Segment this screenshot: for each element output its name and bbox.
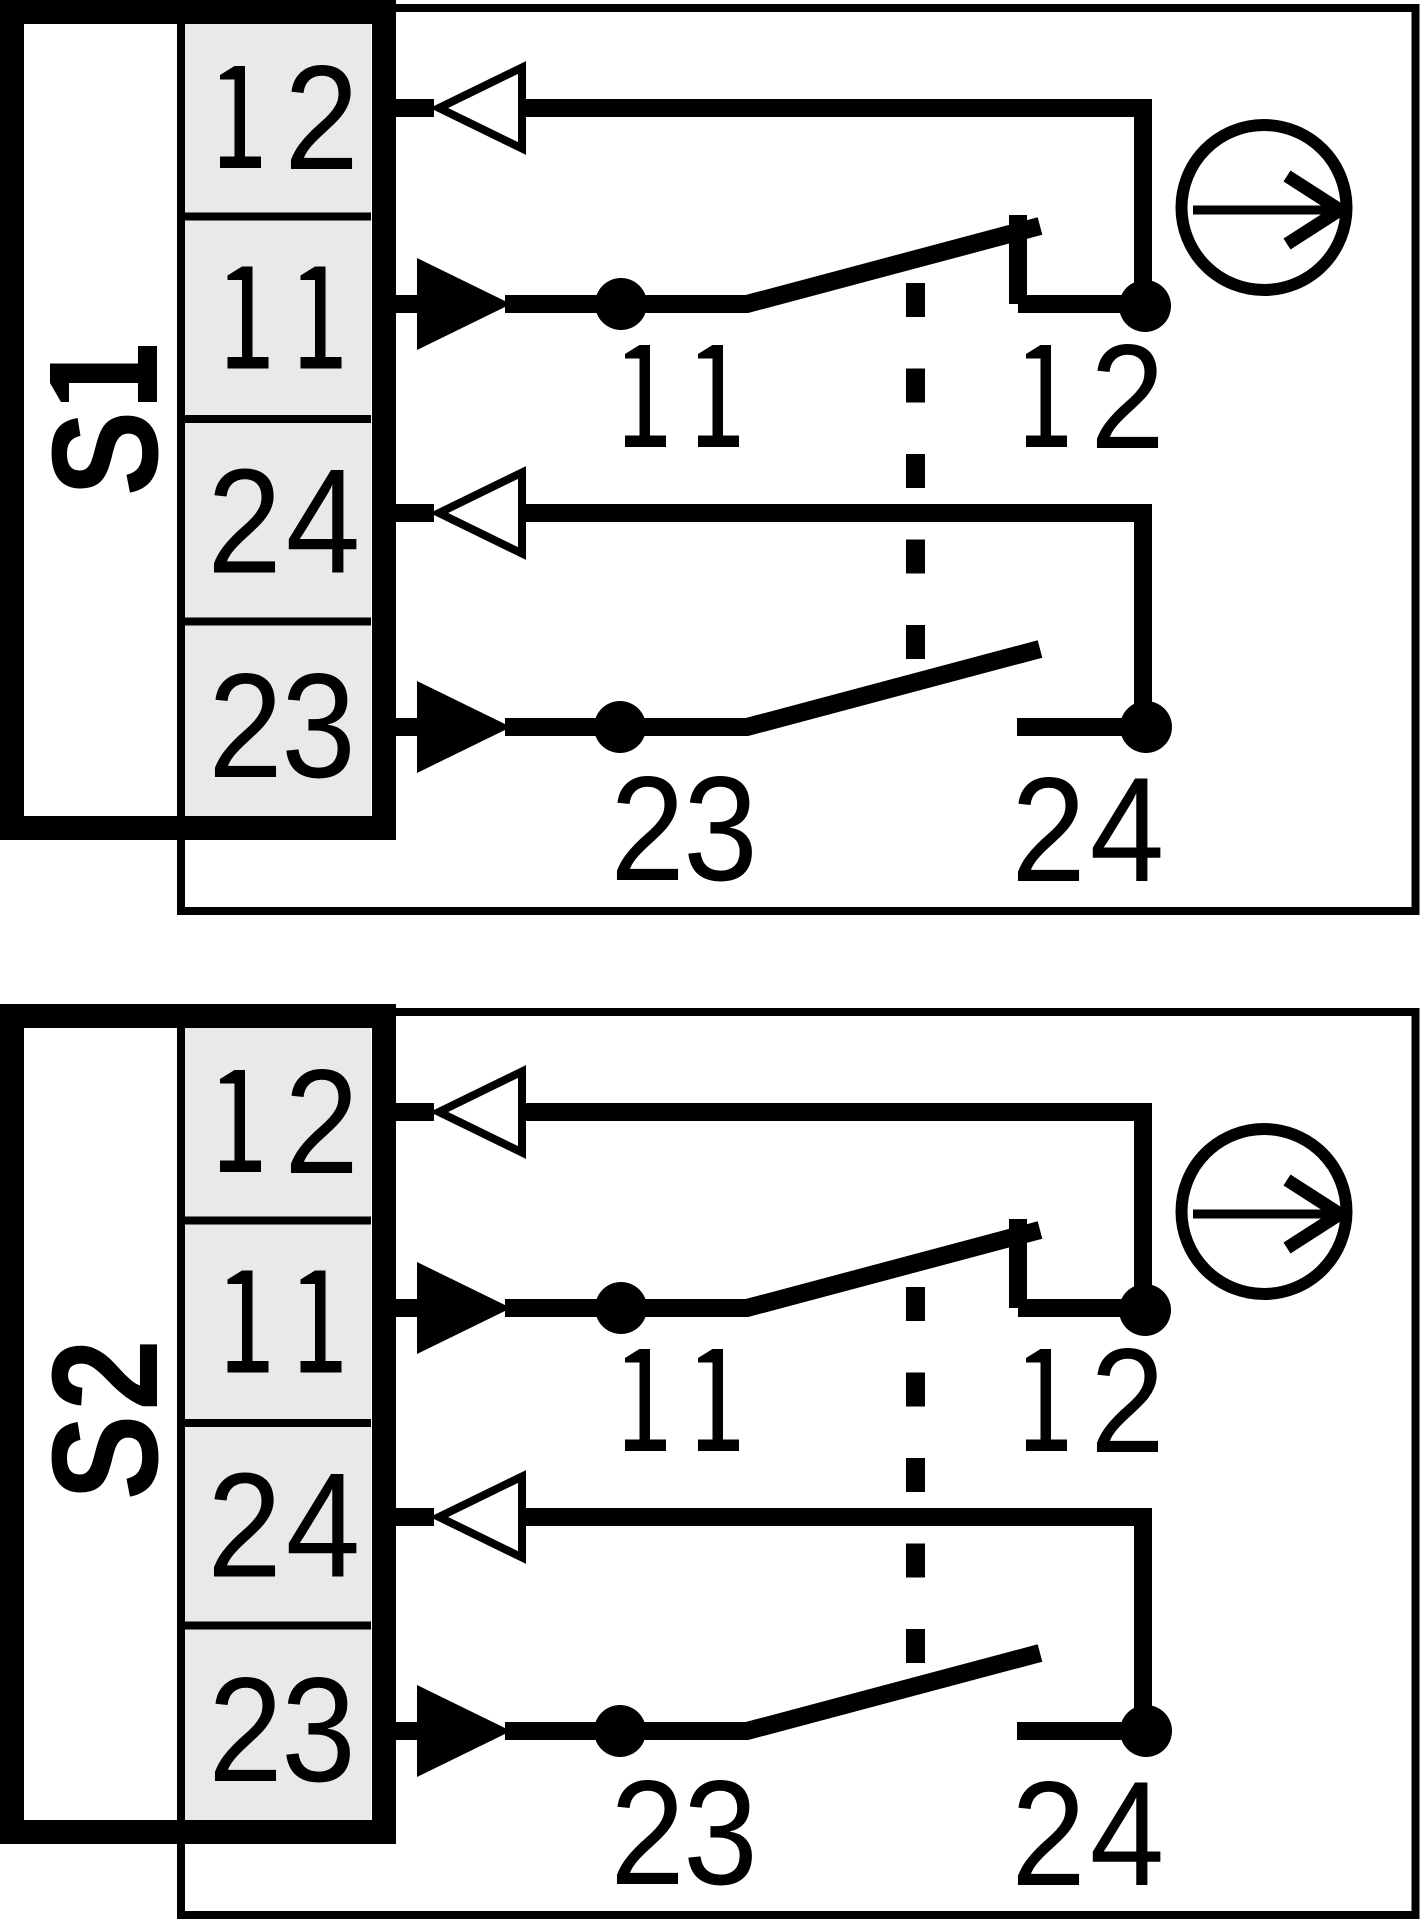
svg-text:S: S: [20, 1415, 189, 1501]
svg-text:S: S: [20, 411, 189, 497]
svg-text:2: 2: [20, 1339, 189, 1410]
